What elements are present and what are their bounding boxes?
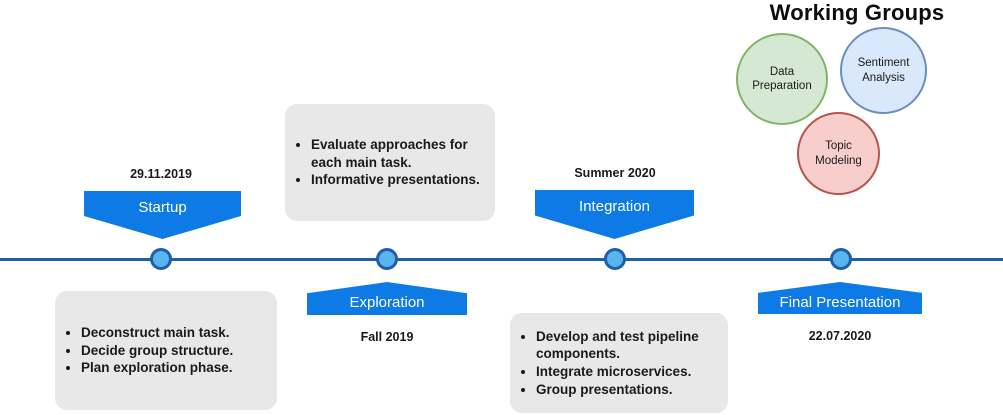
working-group-circle-sentiment-analysis[interactable]: Sentiment Analysis <box>840 27 927 114</box>
working-group-label-line2: Analysis <box>862 71 905 84</box>
detail-list-exploration: Evaluate approaches for each main task. … <box>285 136 495 189</box>
list-item: Integrate microservices. <box>536 363 728 381</box>
list-item: Informative presentations. <box>311 171 495 189</box>
working-group-label-line1: Sentiment <box>857 57 910 70</box>
working-group-circle-topic-modeling[interactable]: Topic Modeling <box>797 112 880 195</box>
working-group-label-line2: Preparation <box>752 80 812 92</box>
date-label-startup: 29.11.2019 <box>130 167 192 181</box>
detail-box-startup: Deconstruct main task. Decide group stru… <box>55 291 277 410</box>
date-label-exploration: Fall 2019 <box>360 330 414 344</box>
milestone-banner-label-startup: Startup <box>138 199 187 216</box>
working-group-label-line2: Modeling <box>815 154 862 167</box>
milestone-banner-exploration[interactable]: Exploration <box>307 282 467 315</box>
detail-list-startup: Deconstruct main task. Decide group stru… <box>55 324 233 377</box>
timeline-node-startup[interactable] <box>150 248 172 270</box>
list-item: Plan exploration phase. <box>81 359 233 377</box>
milestone-banner-label-final-presentation: Final Presentation <box>779 294 901 311</box>
timeline-axis <box>0 258 1003 261</box>
milestone-banner-startup[interactable]: Startup <box>84 191 241 239</box>
working-group-label-line1: Data <box>769 65 795 78</box>
working-group-label-line1: Topic <box>825 140 852 153</box>
milestone-banner-label-integration: Integration <box>579 198 650 215</box>
detail-box-exploration: Evaluate approaches for each main task. … <box>285 104 495 221</box>
list-item: Deconstruct main task. <box>81 324 233 342</box>
date-label-integration: Summer 2020 <box>574 166 656 180</box>
working-group-circle-data-preparation[interactable]: Data Preparation <box>736 33 828 125</box>
list-item: Decide group structure. <box>81 342 233 360</box>
milestone-banner-label-exploration: Exploration <box>349 294 425 311</box>
list-item: Develop and test pipeline components. <box>536 328 728 363</box>
list-item: Group presentations. <box>536 381 728 399</box>
working-groups-title: Working Groups <box>769 0 945 25</box>
detail-list-integration: Develop and test pipeline components. In… <box>510 328 728 398</box>
timeline-node-integration[interactable] <box>604 248 626 270</box>
detail-box-integration: Develop and test pipeline components. In… <box>510 313 728 413</box>
timeline-node-exploration[interactable] <box>376 248 398 270</box>
date-label-final-presentation: 22.07.2020 <box>808 329 872 343</box>
milestone-banner-integration[interactable]: Integration <box>535 190 694 239</box>
timeline-node-final-presentation[interactable] <box>830 248 852 270</box>
list-item: Evaluate approaches for each main task. <box>311 136 495 171</box>
milestone-banner-final-presentation[interactable]: Final Presentation <box>758 282 922 314</box>
